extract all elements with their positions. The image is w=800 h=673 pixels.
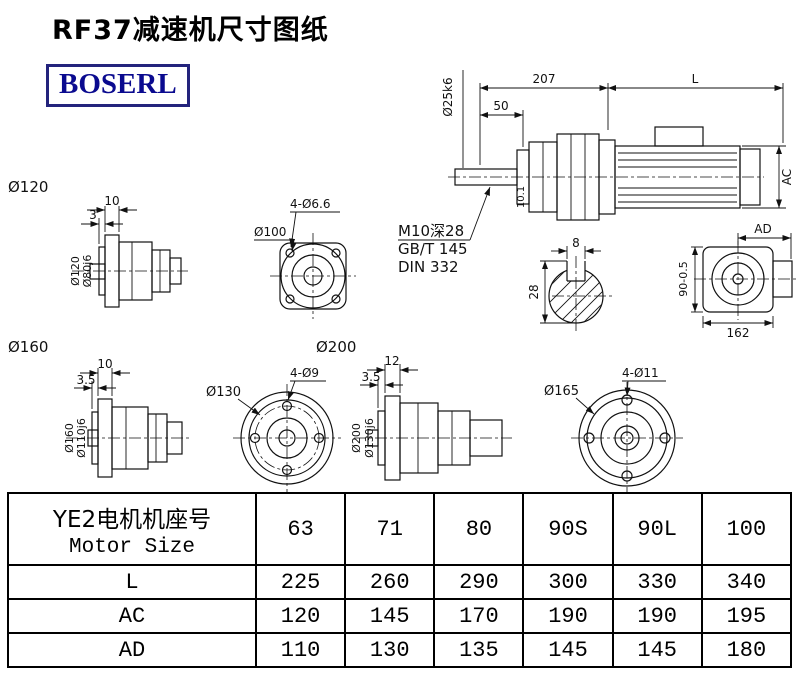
- motor-size-header-en: Motor Size: [68, 535, 196, 559]
- std-din332: DIN 332: [398, 258, 459, 276]
- square-holes-note: 4-Ø6.6: [290, 197, 331, 211]
- dim-200-outer: Ø200: [350, 423, 363, 453]
- size-column-71: 71: [344, 492, 436, 566]
- dim-200-spigot: Ø130j6: [363, 418, 376, 458]
- table-cell: 260: [344, 564, 436, 600]
- size-column-90S: 90S: [522, 492, 614, 566]
- main-assembly-view: [448, 126, 764, 221]
- round-165-dia-note: Ø165: [544, 384, 579, 399]
- table-cell: 135: [433, 632, 525, 668]
- brand-logo: BOSERL: [46, 64, 190, 107]
- round-130-holes-note: 4-Ø9: [290, 366, 319, 380]
- flange-120-label: Ø120: [8, 178, 48, 196]
- thread-note: M10深28: [398, 222, 464, 240]
- dim-200-thickness: 12: [384, 354, 399, 368]
- row-label-AC: AC: [7, 598, 257, 634]
- round-165-holes-note: 4-Ø11: [622, 366, 659, 380]
- table-row-AC: AC 120 145 170 190 190 195: [7, 598, 793, 634]
- table-cell: 290: [433, 564, 525, 600]
- dim-120-thickness: 10: [104, 194, 119, 208]
- row-label-L: L: [7, 564, 257, 600]
- std-gbt145: GB/T 145: [398, 240, 468, 258]
- dim-200-spigot-depth: 3.5: [361, 370, 380, 384]
- flange-160-view: [66, 368, 192, 478]
- round-flange-165-view: [571, 380, 683, 492]
- flange-200-label: Ø200: [316, 338, 356, 356]
- size-column-100: 100: [700, 492, 793, 566]
- row-label-AD: AD: [7, 632, 257, 668]
- table-cell: 300: [522, 564, 614, 600]
- technical-drawing: 207 L 50 Ø25k6 10.1 AC M10深28 GB/T 145 D…: [8, 70, 798, 492]
- table-row-L: L 225 260 290 300 330 340: [7, 564, 793, 600]
- flange-200-view: [354, 364, 512, 481]
- motor-size-header-cell: YE2电机机座号 Motor Size: [7, 492, 257, 566]
- table-cell: 120: [254, 598, 347, 634]
- dim-AD: AD: [754, 222, 771, 236]
- flange-120-view: [72, 206, 188, 308]
- shaft-key-section-view: [540, 246, 612, 334]
- dim-90: 90-0.5: [677, 261, 690, 296]
- table-row-AD: AD 110 130 135 145 145 180: [7, 632, 793, 668]
- dim-shaft-dia: Ø25k6: [441, 77, 455, 116]
- table-cell: 145: [522, 632, 614, 668]
- size-column-90L: 90L: [611, 492, 703, 566]
- dim-shoulder: 10.1: [516, 186, 527, 208]
- table-cell: 110: [254, 632, 347, 668]
- dim-key-width: 8: [572, 236, 580, 250]
- dim-L: L: [692, 72, 699, 86]
- round-flange-130-view: [233, 380, 341, 492]
- dim-160-outer: Ø160: [63, 423, 76, 453]
- dim-162: 162: [727, 326, 750, 340]
- table-header-row: YE2电机机座号 Motor Size 63 71 80 90S 90L 100: [7, 492, 793, 566]
- dim-50: 50: [493, 99, 508, 113]
- motor-end-view: [691, 233, 798, 328]
- table-cell: 130: [344, 632, 436, 668]
- dim-160-thickness: 10: [97, 357, 112, 371]
- table-cell: 190: [522, 598, 614, 634]
- page-title: RF37减速机尺寸图纸: [52, 15, 329, 46]
- square-dia-note: Ø100: [254, 225, 286, 239]
- square-face-view: [254, 211, 356, 319]
- dim-120-spigot-depth: 3: [89, 208, 97, 222]
- flange-160-label: Ø160: [8, 338, 48, 356]
- dim-120-spigot: Ø80j6: [81, 255, 94, 288]
- round-130-dia-note: Ø130: [206, 385, 241, 400]
- dim-207: 207: [533, 72, 556, 86]
- dim-key-height: 28: [527, 284, 541, 299]
- table-cell: 170: [433, 598, 525, 634]
- dim-160-spigot-depth: 3.5: [76, 373, 95, 387]
- size-column-63: 63: [254, 492, 347, 566]
- dim-160-spigot: Ø110j6: [75, 418, 88, 458]
- table-cell: 225: [254, 564, 347, 600]
- main-assembly-dimensions: [398, 70, 786, 241]
- table-cell: 190: [611, 598, 703, 634]
- table-cell: 340: [700, 564, 793, 600]
- table-cell: 145: [344, 598, 436, 634]
- dimension-table: YE2电机机座号 Motor Size 63 71 80 90S 90L 100…: [7, 492, 793, 668]
- size-column-80: 80: [433, 492, 525, 566]
- table-cell: 330: [611, 564, 703, 600]
- dim-120-outer: Ø120: [69, 256, 82, 286]
- table-cell: 195: [700, 598, 793, 634]
- motor-size-header-cn: YE2电机机座号: [52, 506, 212, 533]
- table-cell: 145: [611, 632, 703, 668]
- table-cell: 180: [700, 632, 793, 668]
- dim-AC: AC: [780, 169, 794, 185]
